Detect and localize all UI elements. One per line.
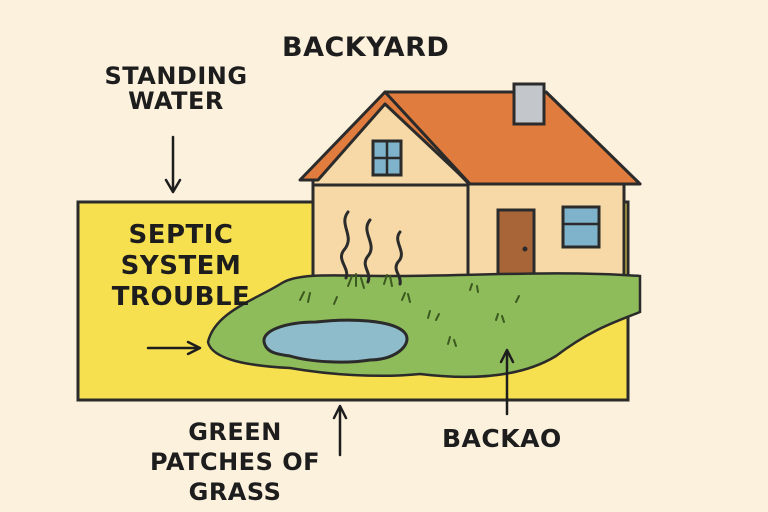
label-green-patches-line-2: PATCHES OF — [150, 448, 320, 476]
arrow-right-septic — [146, 340, 202, 356]
label-standing-water-line-2: WATER — [128, 87, 224, 116]
arrow-up-backao — [499, 348, 515, 416]
label-green-patches-line-3: GRASS — [188, 478, 282, 506]
arrow-down-standing-water — [164, 135, 182, 194]
label-septic-line-2: SYSTEM — [120, 251, 242, 282]
door — [496, 208, 536, 286]
side-window — [561, 205, 601, 249]
house — [298, 82, 642, 287]
roof-front — [383, 90, 642, 186]
label-septic-line-1: SEPTIC — [128, 220, 234, 250]
grass-tufts — [299, 273, 520, 347]
label-septic-trouble: SEPTIC SYSTEM TROUBLE — [96, 220, 266, 314]
standing-water-pond — [262, 318, 409, 364]
label-standing-water: STANDING WATER — [96, 62, 256, 116]
label-green-patches: GREEN PATCHES OF GRASS — [150, 417, 320, 507]
diagram-title: BACKYARD — [282, 32, 450, 63]
arrows — [146, 135, 515, 457]
odor-lines — [340, 210, 403, 286]
label-green-patches-line-1: GREEN — [188, 418, 282, 446]
label-septic-line-3: TROUBLE — [111, 282, 251, 313]
chimney-top — [512, 82, 546, 126]
label-backao: BACKAO — [442, 424, 562, 453]
gable-window — [371, 139, 403, 177]
house-side-wall — [466, 181, 626, 287]
door-knob — [522, 246, 528, 252]
label-standing-water-line-1: STANDING — [104, 62, 248, 90]
house-wall — [311, 173, 470, 287]
arrow-up-green-patches — [332, 404, 348, 457]
